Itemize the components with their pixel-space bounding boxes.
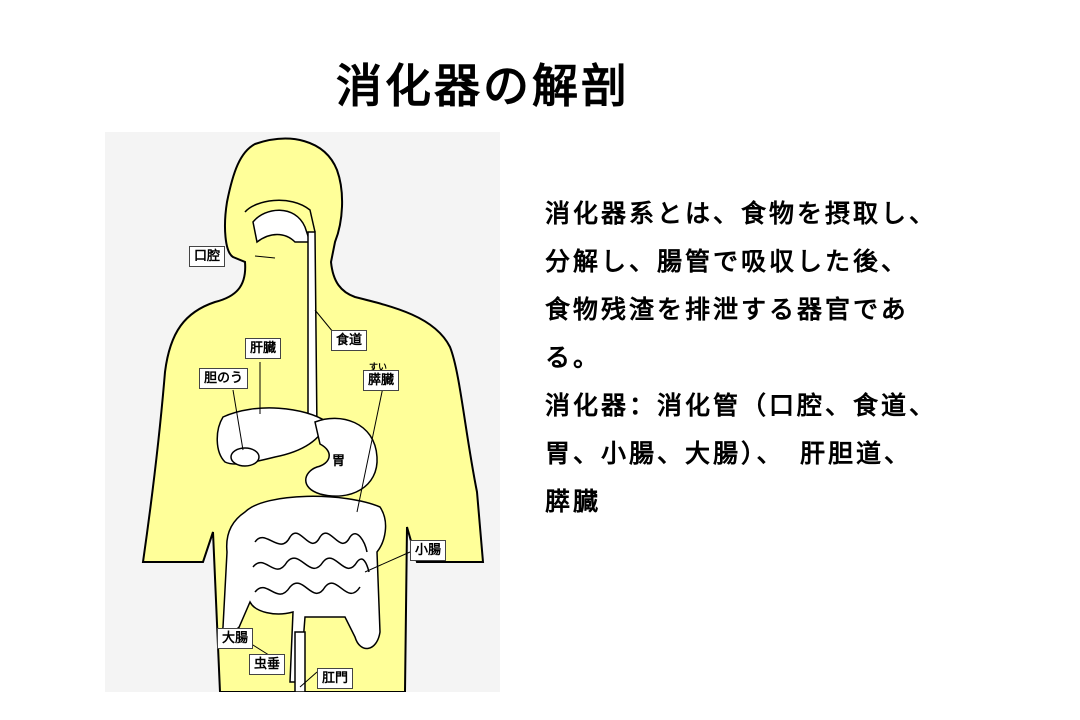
description-line: る。 bbox=[545, 343, 602, 372]
description-line: 消化器：消化管（口腔、食道、 bbox=[545, 391, 938, 420]
page-title: 消化器の解剖 bbox=[336, 59, 630, 113]
description-block: 消化器系とは、食物を摂取し、 分解し、腸管で吸収した後、 食物残渣を排泄する器官… bbox=[545, 190, 985, 526]
label-mouth: 口腔 bbox=[189, 246, 226, 267]
description-line: 食物残渣を排泄する器官であ bbox=[545, 295, 909, 324]
gallbladder-shape bbox=[230, 447, 260, 467]
label-anus: 肛門 bbox=[317, 668, 354, 689]
description-line: 胃、小腸、大腸）、 肝胆道、 bbox=[545, 439, 913, 468]
label-pancreas: 膵臓 bbox=[363, 370, 400, 391]
label-large-intestine: 大腸 bbox=[217, 628, 254, 649]
rectum-shape bbox=[294, 631, 306, 692]
label-liver: 肝臓 bbox=[245, 338, 282, 359]
label-esophagus: 食道 bbox=[331, 330, 368, 351]
label-gallbladder: 胆のう bbox=[199, 368, 249, 389]
stomach-shape bbox=[305, 417, 378, 497]
description-line: 分解し、腸管で吸収した後、 bbox=[545, 247, 910, 276]
nasal-cavity bbox=[244, 199, 316, 233]
description-line: 膵臓 bbox=[545, 487, 602, 516]
digestive-system-figure: 口腔 食道 肝臓 すい 膵臓 胆のう 胃 小腸 大腸 虫垂 肛門 bbox=[105, 132, 500, 692]
label-stomach: 胃 bbox=[332, 454, 346, 469]
label-small-intestine: 小腸 bbox=[410, 540, 447, 561]
anatomy-illustration bbox=[105, 132, 500, 692]
label-appendix: 虫垂 bbox=[249, 654, 286, 675]
description-line: 消化器系とは、食物を摂取し、 bbox=[545, 199, 938, 228]
label-pancreas-ruby: すい bbox=[369, 363, 388, 373]
small-intestine-coils bbox=[252, 532, 370, 595]
esophagus-tube bbox=[307, 231, 318, 433]
